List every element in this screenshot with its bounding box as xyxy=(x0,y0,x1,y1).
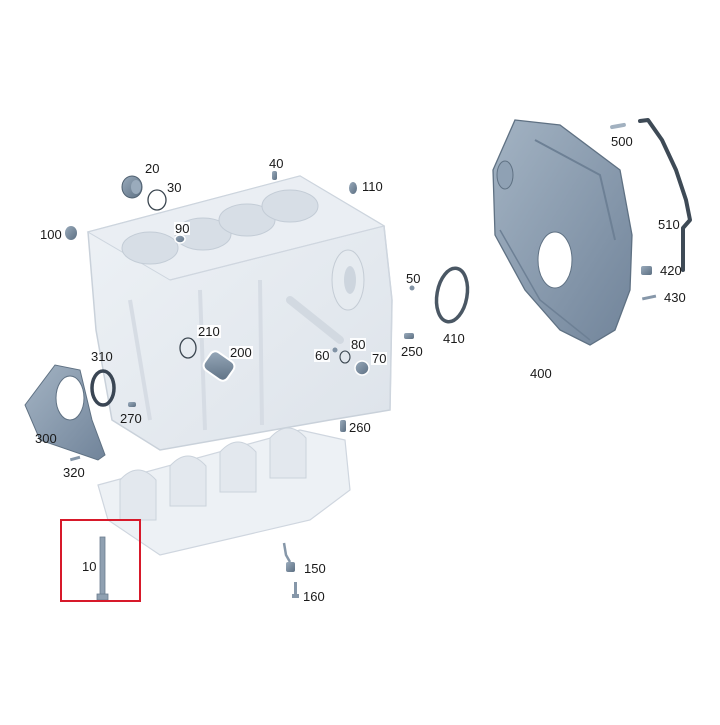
part-430-bolt[interactable] xyxy=(641,294,657,301)
callout-20[interactable]: 20 xyxy=(145,161,160,176)
callout-10[interactable]: 10 xyxy=(82,559,97,574)
part-320-bolt[interactable] xyxy=(69,455,81,462)
part-30-o-ring[interactable] xyxy=(147,189,167,211)
callout-200[interactable]: 200 xyxy=(229,345,253,360)
callout-300[interactable]: 300 xyxy=(35,431,57,446)
part-200-valve[interactable] xyxy=(201,349,237,383)
part-70-plug[interactable] xyxy=(354,360,370,376)
cylinder-block xyxy=(86,175,393,451)
callout-160[interactable]: 160 xyxy=(303,589,325,604)
part-250-sleeve[interactable] xyxy=(404,333,414,339)
callout-500[interactable]: 500 xyxy=(611,134,633,149)
part-10-highlight-box xyxy=(60,519,141,602)
callout-250[interactable]: 250 xyxy=(401,344,423,359)
callout-60[interactable]: 60 xyxy=(314,348,331,363)
callout-50[interactable]: 50 xyxy=(406,271,421,286)
callout-260[interactable]: 260 xyxy=(349,420,371,435)
part-400-timing-cover[interactable] xyxy=(492,119,633,346)
callout-80[interactable]: 80 xyxy=(350,337,367,352)
callout-400[interactable]: 400 xyxy=(530,366,552,381)
callout-510[interactable]: 510 xyxy=(658,217,680,232)
callout-110[interactable]: 110 xyxy=(362,179,383,194)
part-50-ball[interactable] xyxy=(409,285,415,291)
part-420-sleeve[interactable] xyxy=(641,266,652,275)
part-260-sleeve[interactable] xyxy=(340,420,346,432)
callout-90[interactable]: 90 xyxy=(174,221,191,236)
callout-270[interactable]: 270 xyxy=(120,411,142,426)
callout-40[interactable]: 40 xyxy=(269,156,284,171)
callout-430[interactable]: 430 xyxy=(664,290,686,305)
part-90-plug[interactable] xyxy=(174,234,186,244)
bearing-bridge xyxy=(97,427,351,556)
part-100-plug[interactable] xyxy=(65,226,77,240)
callout-320[interactable]: 320 xyxy=(63,465,85,480)
callout-410[interactable]: 410 xyxy=(443,331,465,346)
part-20-cap[interactable] xyxy=(121,175,143,199)
callout-310[interactable]: 310 xyxy=(91,349,113,364)
part-60-ball[interactable] xyxy=(332,347,338,353)
part-80-o-ring[interactable] xyxy=(339,350,351,364)
part-270-pin[interactable] xyxy=(128,402,136,407)
callout-30[interactable]: 30 xyxy=(167,180,182,195)
part-110-plug[interactable] xyxy=(349,182,357,194)
part-510-hose[interactable] xyxy=(638,118,692,272)
callout-70[interactable]: 70 xyxy=(371,351,388,366)
part-410-seal-ring[interactable] xyxy=(433,266,472,324)
callout-100[interactable]: 100 xyxy=(40,227,62,242)
part-310-seal-ring[interactable] xyxy=(90,369,116,407)
part-160-bolt[interactable] xyxy=(292,582,299,598)
part-210-o-ring[interactable] xyxy=(179,337,197,359)
callout-210[interactable]: 210 xyxy=(197,324,221,339)
callout-420[interactable]: 420 xyxy=(660,263,682,278)
part-40-pin[interactable] xyxy=(272,171,277,180)
part-300-seal-carrier[interactable] xyxy=(24,364,106,461)
part-150-oil-nozzle[interactable] xyxy=(282,542,295,572)
part-500-pin[interactable] xyxy=(610,122,626,130)
callout-150[interactable]: 150 xyxy=(304,561,326,576)
